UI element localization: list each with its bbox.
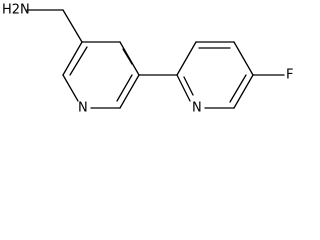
- ring-bond-double: [116, 74, 133, 102]
- ring-bond: [119, 41, 140, 76]
- ring-bond: [176, 41, 197, 76]
- ring-bond-double: [122, 48, 133, 65]
- bond-ch2-ring: [62, 9, 83, 43]
- ring-bond: [233, 41, 254, 76]
- right-pyridine-ring: [176, 41, 254, 109]
- ring-bond: [176, 74, 191, 102]
- ring-bond: [233, 74, 254, 109]
- amine-label: H2N: [2, 3, 30, 18]
- right-pyridine-nitrogen-label: N: [192, 101, 202, 116]
- fluorine-label: F: [286, 68, 293, 83]
- left-pyridine-nitrogen-label: N: [78, 101, 88, 116]
- ring-bond-double: [229, 74, 247, 103]
- ring-bond-double: [183, 76, 194, 96]
- aminomethyl-group: [26, 9, 83, 43]
- ring-bond: [62, 74, 79, 102]
- left-pyridine-ring: [62, 41, 140, 109]
- ring-bond: [62, 41, 83, 76]
- ring-bond-double: [69, 46, 88, 76]
- chemical-structure-diagram: H2N N N F: [2, 3, 293, 116]
- ring-bond: [119, 74, 140, 109]
